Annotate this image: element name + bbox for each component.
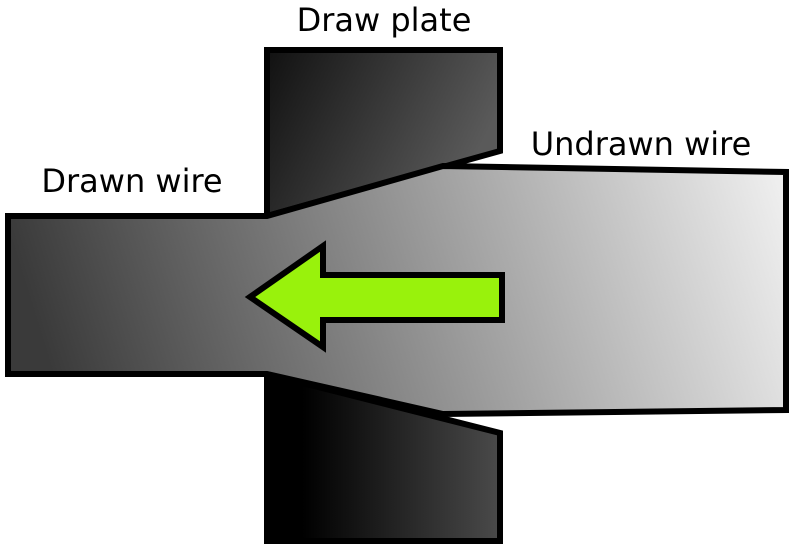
drawn-wire-label: Drawn wire <box>41 162 222 200</box>
undrawn-wire-label: Undrawn wire <box>531 125 752 163</box>
draw-plate-label: Draw plate <box>297 1 472 39</box>
arrow-left-icon <box>244 240 505 353</box>
draw-plate-bottom <box>264 370 503 544</box>
draw-plate-top <box>264 47 503 220</box>
